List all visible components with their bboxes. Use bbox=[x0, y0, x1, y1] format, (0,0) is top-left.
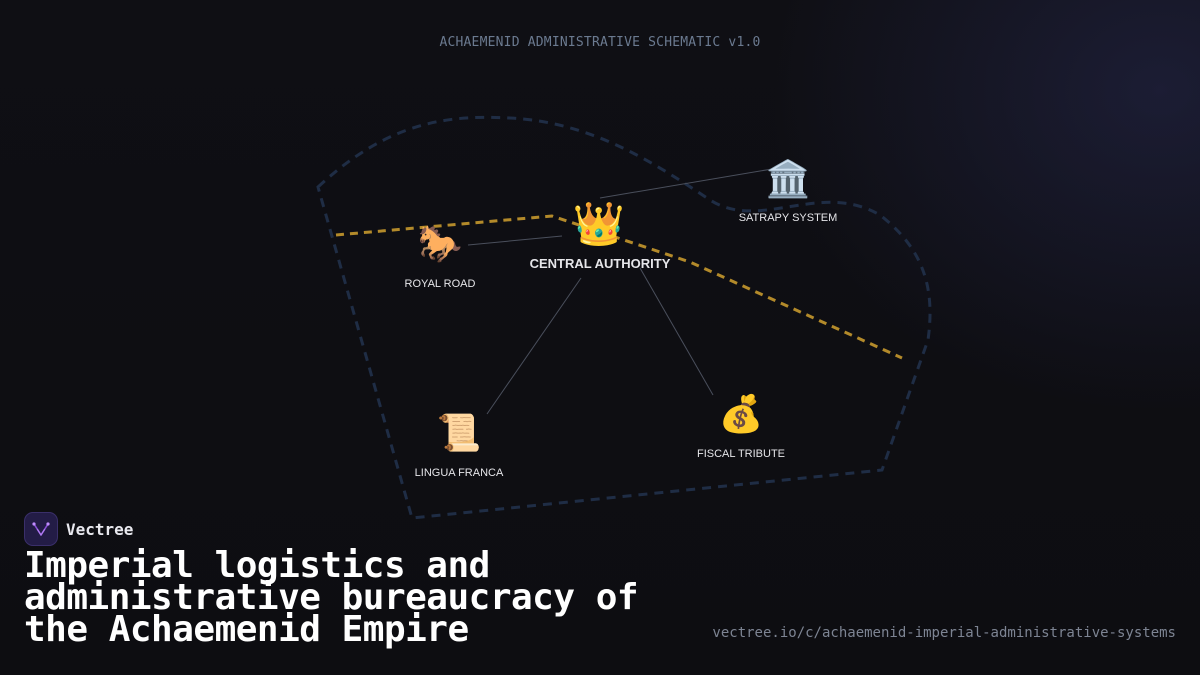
territory-outline bbox=[316, 115, 932, 520]
connector-central-satrapy bbox=[599, 168, 773, 199]
headline: Imperial logistics and administrative bu… bbox=[24, 545, 639, 650]
scroll-icon: 📜 bbox=[437, 413, 482, 454]
money-bag-icon: 💰 bbox=[719, 393, 764, 435]
page-url[interactable]: vectree.io/c/achaemenid-imperial-adminis… bbox=[712, 625, 1176, 641]
connector-central-fiscal bbox=[639, 267, 714, 396]
schematic-title: ACHAEMENID ADMINISTRATIVE SCHEMATIC v1.0 bbox=[439, 35, 761, 50]
vectree-logo-icon bbox=[24, 512, 58, 546]
brand[interactable]: Vectree bbox=[24, 512, 133, 546]
node-label-fiscal-tribute: FISCAL TRIBUTE bbox=[697, 448, 785, 460]
node-central-authority[interactable]: 👑 CENTRAL AUTHORITY bbox=[530, 199, 671, 271]
node-label-royal-road: ROYAL ROAD bbox=[405, 278, 476, 290]
node-label-lingua-franca: LINGUA FRANCA bbox=[415, 467, 504, 479]
node-lingua-franca[interactable]: 📜 LINGUA FRANCA bbox=[415, 413, 504, 479]
node-satrapy-system[interactable]: 🏛️ SATRAPY SYSTEM bbox=[739, 158, 838, 224]
node-fiscal-tribute[interactable]: 💰 FISCAL TRIBUTE bbox=[697, 393, 785, 460]
node-label-central-authority: CENTRAL AUTHORITY bbox=[530, 256, 671, 271]
brand-name: Vectree bbox=[66, 519, 134, 539]
classical-building-icon: 🏛️ bbox=[766, 158, 811, 200]
horse-icon: 🐎 bbox=[418, 224, 463, 265]
connector-central-royal-road bbox=[467, 235, 563, 246]
node-royal-road[interactable]: 🐎 ROYAL ROAD bbox=[405, 224, 476, 290]
royal-road-route bbox=[335, 214, 903, 360]
crown-icon: 👑 bbox=[573, 199, 625, 248]
connector-central-lingua-franca bbox=[486, 277, 582, 415]
node-label-satrapy-system: SATRAPY SYSTEM bbox=[739, 212, 838, 224]
